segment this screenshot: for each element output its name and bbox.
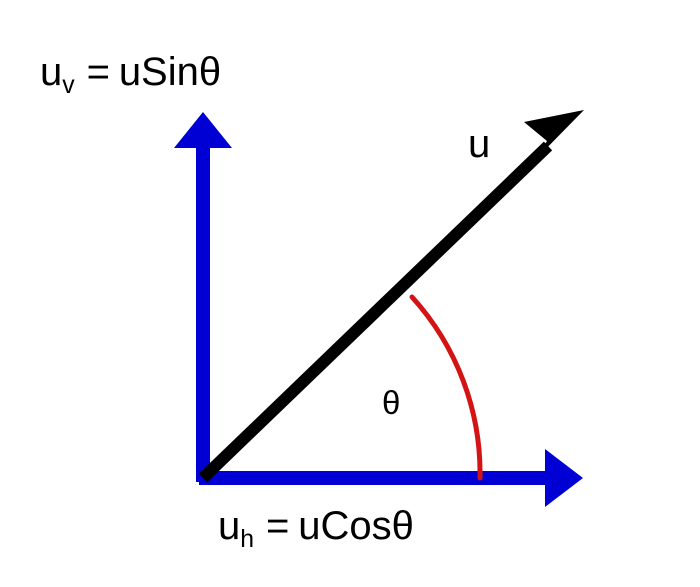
horizontal-component-subscript: h — [240, 526, 255, 554]
vertical-component-subscript: v — [62, 72, 75, 100]
horizontal-axis-arrowhead-icon — [545, 449, 583, 507]
horizontal-axis-shaft — [199, 471, 547, 485]
resultant-vector-arrow — [198, 110, 584, 483]
resultant-vector-shaft — [198, 141, 553, 483]
vertical-component-symbol: u — [40, 50, 63, 94]
vertical-component-label: uv =uSinθ — [40, 50, 222, 98]
horizontal-component-equals: = — [266, 504, 290, 548]
resultant-vector-label: u — [468, 122, 491, 166]
horizontal-component-label: uh =uCosθ — [218, 504, 414, 552]
vertical-axis-shaft — [196, 140, 210, 482]
vertical-axis-arrowhead-icon — [174, 112, 232, 148]
horizontal-component-expression: uCosθ — [298, 504, 414, 548]
vertical-component-arrow — [174, 112, 232, 482]
vertical-component-expression: uSinθ — [118, 50, 222, 94]
vertical-component-equals: = — [86, 50, 111, 94]
resultant-vector-arrowhead-icon — [524, 110, 584, 162]
horizontal-component-symbol: u — [218, 504, 241, 548]
horizontal-component-arrow — [199, 449, 583, 507]
angle-arc — [409, 294, 483, 481]
angle-label: θ — [382, 384, 401, 421]
